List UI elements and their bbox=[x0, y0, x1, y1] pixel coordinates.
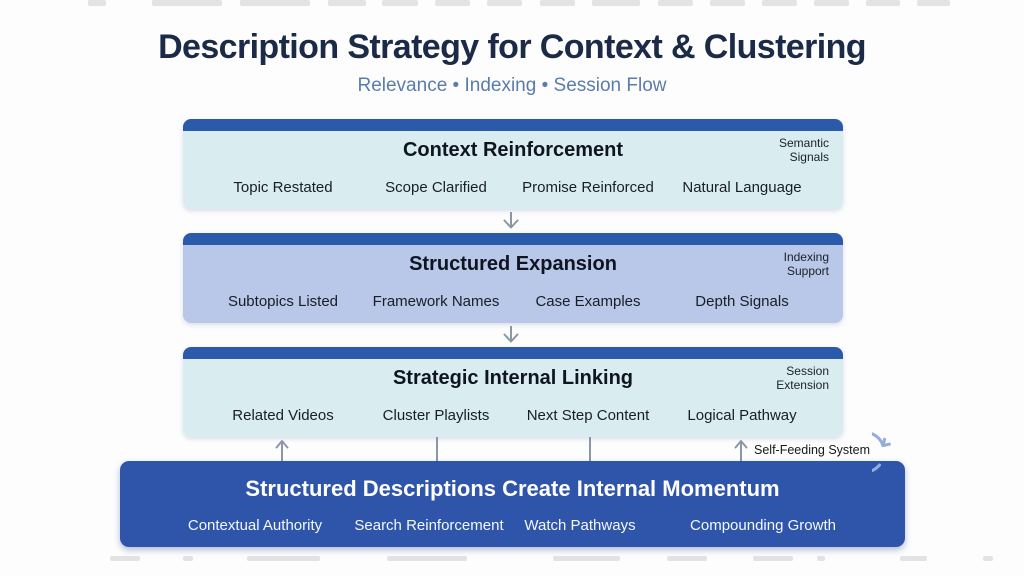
text-fragment bbox=[387, 556, 467, 561]
layer-item: Scope Clarified bbox=[385, 179, 487, 196]
layer-top-bar bbox=[183, 347, 843, 359]
foundation-item: Contextual Authority bbox=[187, 517, 323, 534]
page-subtitle: Relevance • Indexing • Session Flow bbox=[357, 75, 667, 96]
text-fragment bbox=[814, 0, 849, 6]
layer-tag-line: Semantic bbox=[778, 136, 829, 150]
layer-title: Structured Expansion bbox=[409, 253, 617, 275]
layer-tag-line: Extension bbox=[776, 378, 829, 392]
layer-item: Cluster Playlists bbox=[382, 407, 490, 424]
foundation-title: Structured Descriptions Create Internal … bbox=[245, 476, 780, 501]
text-fragment bbox=[152, 0, 222, 6]
layer-tag-line: Session bbox=[786, 364, 829, 378]
text-fragment bbox=[762, 0, 797, 6]
layer-item: Next Step Content bbox=[526, 407, 650, 424]
text-fragment bbox=[435, 0, 470, 6]
layer-title: Strategic Internal Linking bbox=[392, 367, 634, 389]
layer-item: Natural Language bbox=[682, 179, 802, 196]
layer-context-reinforcement: Context Reinforcement Semantic Signals T… bbox=[183, 119, 843, 209]
layer-tag: Session Extension bbox=[776, 364, 829, 392]
layer-item: Related Videos bbox=[232, 407, 334, 424]
foundation-item: Search Reinforcement bbox=[354, 517, 504, 534]
layer-item: Topic Restated bbox=[233, 179, 333, 196]
text-fragment bbox=[817, 556, 825, 561]
text-fragment bbox=[240, 0, 310, 6]
layer-item: Subtopics Listed bbox=[227, 293, 339, 310]
layer-strategic-internal-linking: Strategic Internal Linking Session Exten… bbox=[183, 347, 843, 437]
page-title: Description Strategy for Context & Clust… bbox=[158, 28, 866, 66]
foundation-item: Watch Pathways bbox=[524, 517, 636, 534]
text-fragment bbox=[866, 0, 900, 6]
text-fragment bbox=[247, 556, 320, 561]
cropped-text-row-top bbox=[0, 0, 1024, 6]
layer-item: Logical Pathway bbox=[687, 407, 797, 424]
layer-top-bar bbox=[183, 233, 843, 245]
layer-item: Promise Reinforced bbox=[522, 179, 654, 196]
layer-body bbox=[183, 131, 843, 209]
layer-structured-expansion: Structured Expansion Indexing Support Su… bbox=[183, 233, 843, 323]
text-fragment bbox=[110, 556, 140, 561]
foundation-item: Compounding Growth bbox=[690, 517, 836, 534]
layer-top-bar bbox=[183, 119, 843, 131]
layer-body bbox=[183, 245, 843, 323]
layer-tag-line: Support bbox=[786, 264, 829, 278]
text-fragment bbox=[88, 0, 106, 6]
layer-tag-line: Signals bbox=[789, 150, 829, 164]
cropped-text-row-bottom bbox=[0, 556, 1024, 561]
text-fragment bbox=[710, 0, 745, 6]
arrow-up-icon bbox=[734, 440, 748, 461]
text-fragment bbox=[592, 0, 640, 6]
layer-item: Depth Signals bbox=[695, 293, 789, 310]
layer-title: Context Reinforcement bbox=[402, 139, 624, 161]
layer-tag-line: Indexing bbox=[783, 250, 829, 264]
arrow-down-icon bbox=[503, 326, 519, 343]
text-fragment bbox=[900, 556, 927, 561]
connector-line bbox=[589, 437, 591, 461]
connector-line bbox=[436, 437, 438, 461]
text-fragment bbox=[658, 0, 693, 6]
foundation-box: Structured Descriptions Create Internal … bbox=[120, 461, 905, 547]
text-fragment bbox=[667, 556, 707, 561]
layer-body bbox=[183, 359, 843, 437]
layer-item: Framework Names bbox=[372, 293, 500, 310]
text-fragment bbox=[553, 556, 620, 561]
layer-tag: Semantic Signals bbox=[779, 136, 829, 164]
arrow-up-icon bbox=[275, 440, 289, 461]
layer-tag: Indexing Support bbox=[784, 250, 829, 278]
text-fragment bbox=[328, 0, 366, 6]
text-fragment bbox=[753, 556, 793, 561]
loop-arrow-icon bbox=[872, 432, 891, 473]
text-fragment bbox=[183, 556, 193, 561]
text-fragment bbox=[917, 0, 950, 6]
text-fragment bbox=[487, 0, 522, 6]
layer-item: Case Examples bbox=[535, 293, 641, 310]
self-feeding-system-label: Self-Feeding System bbox=[754, 443, 871, 457]
text-fragment bbox=[540, 0, 575, 6]
text-fragment bbox=[382, 0, 418, 6]
text-fragment bbox=[983, 556, 993, 561]
arrow-down-icon bbox=[503, 212, 519, 229]
